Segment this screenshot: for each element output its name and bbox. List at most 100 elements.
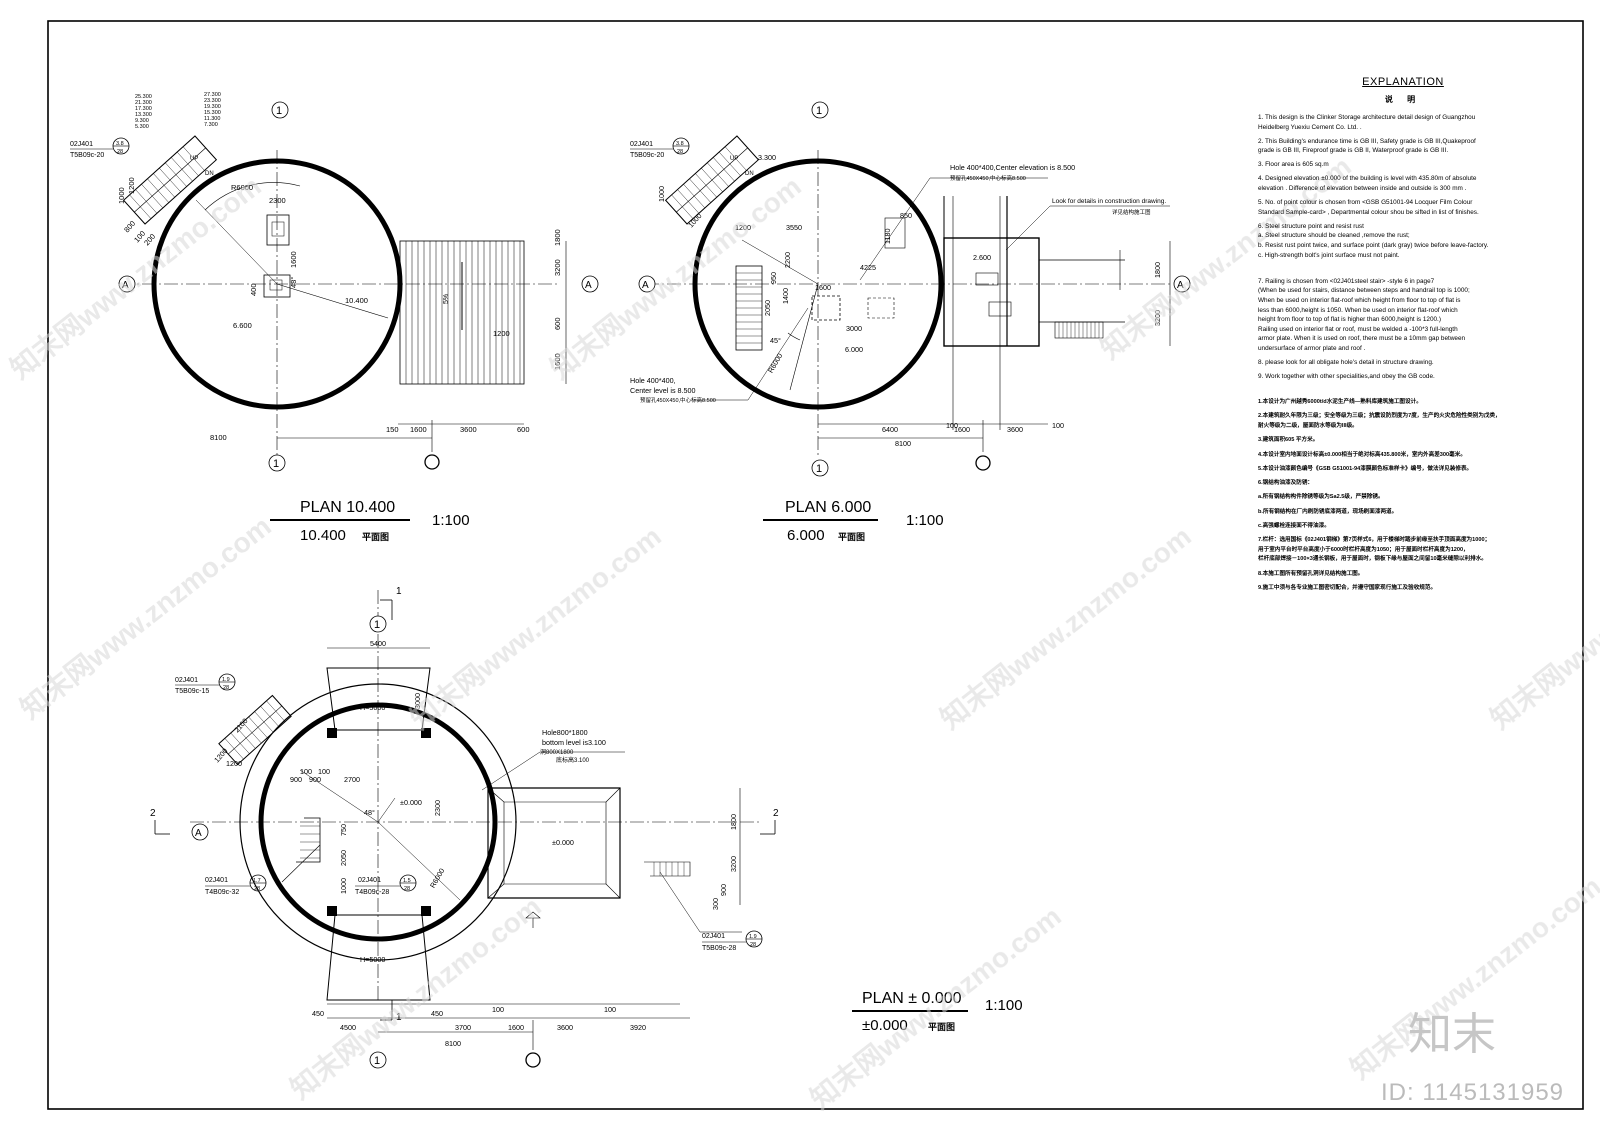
note-en-6: 6. Steel structure point and resist rust… <box>1258 222 1489 259</box>
note-en-1: 1. This design is the Clinker Storage ar… <box>1258 114 1476 131</box>
svg-text:28: 28 <box>254 886 260 892</box>
svg-text:2300: 2300 <box>269 196 286 205</box>
svg-text:1.9: 1.9 <box>222 677 230 683</box>
svg-text:850: 850 <box>900 211 912 220</box>
svg-text:1600: 1600 <box>289 251 298 268</box>
grid-bubble-1-bottom <box>268 454 286 472</box>
plan-subtitle: 6.000 <box>787 527 825 544</box>
detail-ref-plan2: 02J401 T5B09c-20 3.8 28 <box>630 137 690 159</box>
svg-text:100: 100 <box>1052 421 1064 430</box>
transfer-tower <box>943 237 1040 347</box>
grid-label: 1 <box>276 105 282 117</box>
svg-text:Hole 400*400,: Hole 400*400, <box>630 376 676 385</box>
explanation-subtitle: 说 明 <box>1384 95 1422 104</box>
svg-text:3200: 3200 <box>1153 310 1162 326</box>
svg-text:1.5: 1.5 <box>403 878 411 884</box>
note-en-5: 5. No. of point colour is chosen from <G… <box>1258 199 1479 216</box>
note-cn-6: 6.钢结构油漆及防锈： <box>1258 480 1314 487</box>
grid-bubble-1-top <box>271 101 289 119</box>
svg-text:48°: 48° <box>289 277 298 288</box>
svg-text:100: 100 <box>492 1005 504 1014</box>
note-en-3: 3. Floor area is 605 sq.m <box>1258 161 1329 169</box>
note-cn-7: 7.栏杆：选用国标《02J401钢梯》第7页样式6，用于楼梯时踏步前缘至扶手顶面… <box>1258 537 1491 563</box>
svg-text:1400: 1400 <box>781 288 790 304</box>
plan1-annotations: 8100 150 1600 3600 600 1800 3200 600 160… <box>117 177 562 442</box>
svg-text:28: 28 <box>117 149 123 155</box>
svg-text:2.600: 2.600 <box>973 253 991 262</box>
svg-text:450: 450 <box>312 1009 324 1018</box>
svg-text:8100: 8100 <box>210 433 227 442</box>
external-stair <box>122 135 218 225</box>
svg-text:知末网www.znzmo.com: 知末网www.znzmo.com <box>404 520 667 735</box>
svg-text:1000: 1000 <box>339 878 348 894</box>
svg-text:±0.000: ±0.000 <box>400 798 422 807</box>
svg-text:T4B09c-28: T4B09c-28 <box>355 889 389 896</box>
svg-text:1200: 1200 <box>226 759 242 768</box>
section-marker: 2 <box>150 808 156 819</box>
grid-bubble-a-left <box>191 823 209 841</box>
plan-subtitle-cn: 平面图 <box>838 532 865 542</box>
svg-text:H=5000: H=5000 <box>360 703 385 712</box>
note-en-7: 7. Railing is chosen from <02J401steel s… <box>1258 277 1470 352</box>
svg-text:450: 450 <box>431 1009 443 1018</box>
grid-bubble-a-right <box>1173 275 1191 293</box>
svg-text:1.7: 1.7 <box>253 878 261 884</box>
svg-text:3000: 3000 <box>846 324 862 333</box>
svg-text:预留孔450X450,中心标高8.500: 预留孔450X450,中心标高8.500 <box>640 396 716 404</box>
svg-text:1600: 1600 <box>954 425 970 434</box>
radius-line <box>276 283 389 319</box>
svg-text:23.300: 23.300 <box>204 98 221 104</box>
svg-text:5.300: 5.300 <box>135 124 149 130</box>
svg-text:T4B09c-32: T4B09c-32 <box>205 889 239 896</box>
svg-text:3550: 3550 <box>786 223 802 232</box>
grid-bubble-1-bottom <box>369 1051 387 1069</box>
svg-text:知末网www.znzmo.com: 知末网www.znzmo.com <box>4 170 267 385</box>
svg-text:100: 100 <box>318 767 330 776</box>
plan-subtitle: 10.400 <box>300 527 346 544</box>
svg-text:800: 800 <box>122 219 137 234</box>
svg-text:45°: 45° <box>770 336 781 345</box>
grid-bubble-1-bottom <box>811 459 829 477</box>
svg-text:2300: 2300 <box>433 800 442 816</box>
detail-ref-plan1: 02J401 T5B09c-20 3.8 28 <box>70 137 130 159</box>
note-cn-6a: a.所有钢结构构件除锈等级为Sa2.5级，严禁除锈。 <box>1258 494 1384 501</box>
svg-text:17.300: 17.300 <box>135 106 152 112</box>
svg-text:02J401: 02J401 <box>70 141 93 148</box>
svg-text:知末网www.znzmo.com: 知末网www.znzmo.com <box>934 520 1197 735</box>
svg-text:DN: DN <box>745 171 754 177</box>
svg-text:6.600: 6.600 <box>233 321 252 330</box>
note-cn-5: 5.本设计油漆颜色编号《GSB G51001-94漆膜颜色标准样卡》编号，做法详… <box>1258 465 1473 472</box>
svg-text:27.300: 27.300 <box>204 92 221 98</box>
angle-arc <box>204 182 301 211</box>
grid-label: A <box>585 280 592 291</box>
svg-text:100: 100 <box>604 1005 616 1014</box>
svg-text:48°: 48° <box>364 808 375 817</box>
grid-label: A <box>195 828 202 839</box>
plan-0000 <box>154 590 776 1068</box>
svg-text:3.8: 3.8 <box>116 141 124 147</box>
svg-text:5%: 5% <box>443 294 450 304</box>
svg-text:3700: 3700 <box>455 1023 471 1032</box>
plan-title: PLAN 10.400 <box>300 499 395 516</box>
svg-text:11.300: 11.300 <box>204 116 220 122</box>
svg-text:28: 28 <box>404 886 410 892</box>
small-stair <box>644 861 691 877</box>
roof-hole <box>263 274 291 298</box>
plan-scale: 1:100 <box>906 512 944 529</box>
grid-label: A <box>1177 280 1184 291</box>
grid-label: 1 <box>374 619 380 631</box>
svg-text:1200: 1200 <box>493 329 510 338</box>
svg-text:H=5000: H=5000 <box>360 955 385 964</box>
svg-text:300: 300 <box>711 898 720 910</box>
plan2-annotations: Hole 400*400,Center elevation is 8.500 预… <box>630 153 1166 448</box>
svg-text:1600: 1600 <box>508 1023 524 1032</box>
detail-refs-plan3: 02J401 T5B09c-15 1.9 28 02J401 T4B09c-32… <box>175 673 763 952</box>
svg-text:6400: 6400 <box>882 425 898 434</box>
grid-bubble <box>975 455 991 471</box>
section-marker: 1 <box>396 1012 402 1023</box>
svg-text:Look for details in construct: Look for details in construction drawing… <box>1052 198 1166 205</box>
svg-text:19.300: 19.300 <box>204 104 221 110</box>
section-marker: 2 <box>773 808 779 819</box>
grid-bubble-1-top <box>811 101 829 119</box>
